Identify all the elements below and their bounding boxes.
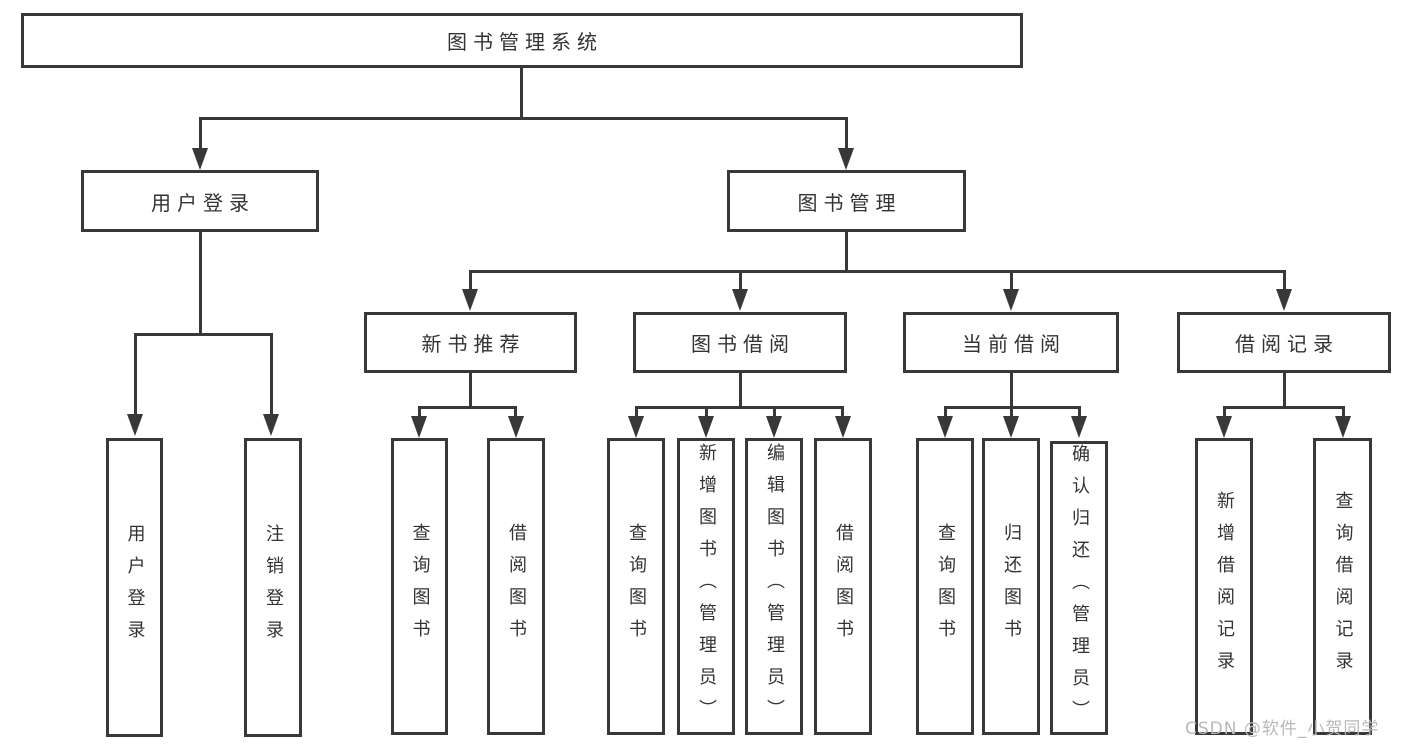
arrowhead xyxy=(732,289,748,311)
connector-line xyxy=(418,406,517,409)
connector-line xyxy=(1010,406,1013,418)
connector-line xyxy=(635,406,844,409)
connector-line xyxy=(1223,406,1226,418)
node-query-borrow-record: 查询借阅记录 xyxy=(1313,438,1372,735)
connector-line xyxy=(1223,406,1345,409)
connector-line xyxy=(773,406,776,418)
connector-line xyxy=(199,117,202,149)
node-borrow-books-1: 借阅图书 xyxy=(487,438,545,735)
arrowhead xyxy=(462,289,478,311)
connector-line xyxy=(841,406,844,418)
arrowhead xyxy=(937,416,953,438)
connector-line xyxy=(270,333,273,415)
connector-line xyxy=(1010,270,1013,290)
node-logout: 注销登录 xyxy=(244,438,302,737)
connector-line xyxy=(199,231,202,336)
node-query-books-3: 查询图书 xyxy=(916,438,974,735)
node-book-management: 图书管理 xyxy=(727,170,966,232)
arrowhead xyxy=(1071,416,1087,438)
connector-line xyxy=(134,333,137,415)
arrowhead xyxy=(508,416,524,438)
connector-line xyxy=(469,270,472,290)
connector-line xyxy=(944,406,947,418)
node-new-book-recommend: 新书推荐 xyxy=(364,312,577,373)
arrowhead xyxy=(1276,289,1292,311)
node-borrow-books-2: 借阅图书 xyxy=(814,438,872,735)
connector-line xyxy=(739,371,742,409)
node-add-borrow-record: 新增借阅记录 xyxy=(1195,438,1253,735)
node-return-book: 归还图书 xyxy=(982,438,1040,735)
connector-line xyxy=(845,117,848,149)
node-edit-book-admin: 编辑图书（管理员） xyxy=(745,438,803,735)
connector-line xyxy=(1010,371,1013,409)
arrowhead xyxy=(835,416,851,438)
arrowhead xyxy=(127,414,143,436)
node-book-borrowing: 图书借阅 xyxy=(633,312,847,373)
arrowhead xyxy=(263,414,279,436)
node-confirm-return-admin: 确认归还（管理员） xyxy=(1050,441,1108,735)
node-add-book-admin: 新增图书（管理员） xyxy=(677,438,735,735)
arrowhead xyxy=(698,416,714,438)
connector-line xyxy=(199,117,848,120)
watermark: CSDN @软件_小贺同学 xyxy=(1185,719,1380,739)
arrowhead xyxy=(1216,416,1232,438)
arrowhead xyxy=(1003,416,1019,438)
connector-line xyxy=(1283,270,1286,290)
arrowhead xyxy=(1003,289,1019,311)
node-query-books-1: 查询图书 xyxy=(391,438,448,735)
arrowhead xyxy=(838,148,854,170)
arrowhead xyxy=(766,416,782,438)
connector-line xyxy=(418,406,421,418)
connector-line xyxy=(514,406,517,418)
node-library-system: 图书管理系统 xyxy=(21,13,1023,68)
connector-line xyxy=(845,231,848,273)
connector-line xyxy=(1283,371,1286,409)
arrowhead xyxy=(192,148,208,170)
connector-line xyxy=(1342,406,1345,418)
connector-line xyxy=(469,371,472,409)
connector-line xyxy=(635,406,638,418)
arrowhead xyxy=(628,416,644,438)
connector-line xyxy=(1078,406,1081,418)
node-user-login: 用户登录 xyxy=(106,438,163,737)
node-user-login-group: 用户登录 xyxy=(81,170,319,232)
connector-line xyxy=(705,406,708,418)
node-current-borrowing: 当前借阅 xyxy=(903,312,1119,373)
arrowhead xyxy=(1335,416,1351,438)
connector-line xyxy=(469,270,1286,273)
connector-line xyxy=(134,333,273,336)
arrowhead xyxy=(411,416,427,438)
node-borrow-records: 借阅记录 xyxy=(1177,312,1391,373)
connector-line xyxy=(520,68,523,119)
connector-line xyxy=(739,270,742,290)
node-query-books-2: 查询图书 xyxy=(607,438,665,735)
